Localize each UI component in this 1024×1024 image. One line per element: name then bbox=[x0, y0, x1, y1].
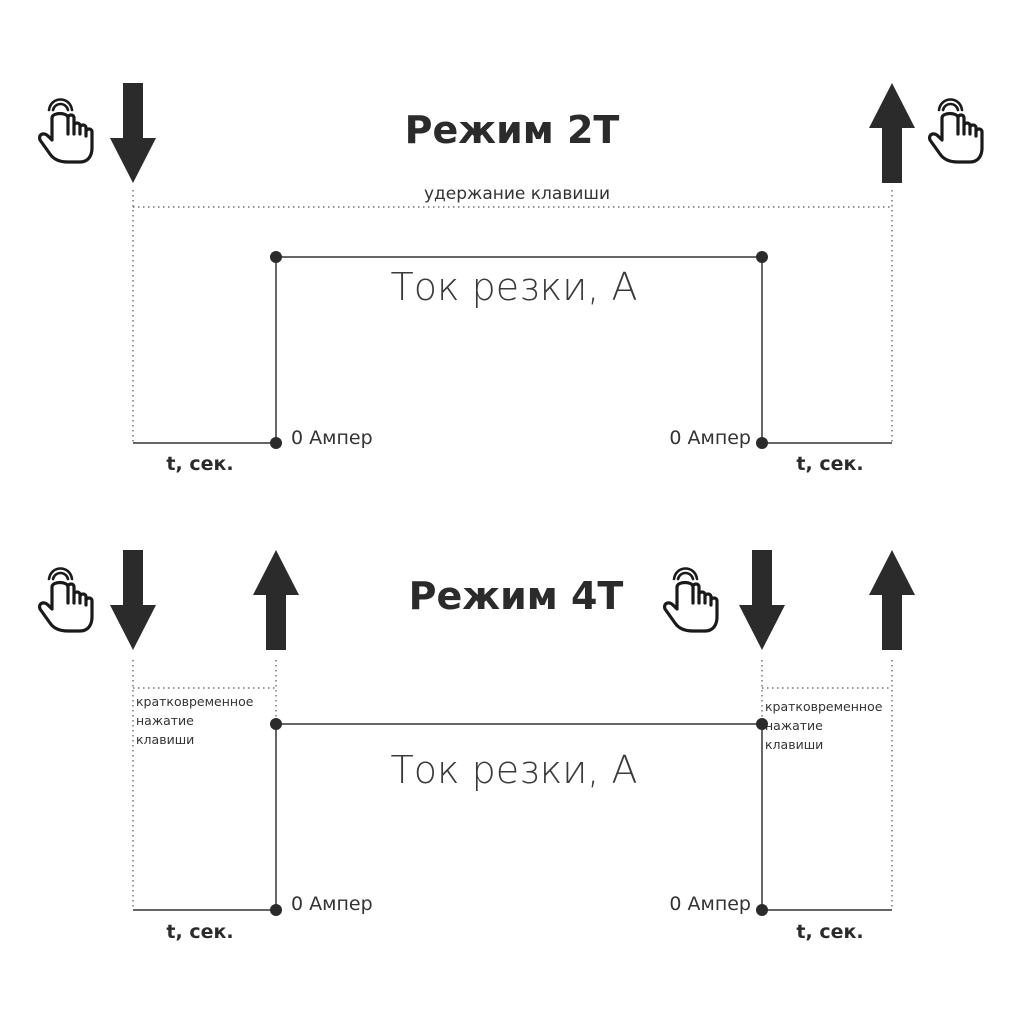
arrow-up-icon bbox=[869, 550, 915, 650]
mode-4t-section: Режим 4Т кратковременное нажатие клавиши… bbox=[38, 550, 915, 943]
waveform-node bbox=[756, 718, 768, 730]
zero-amp-label-right: 0 Ампер bbox=[669, 427, 751, 449]
time-axis-label-right: t, сек. bbox=[796, 453, 863, 475]
zero-amp-label-left: 0 Ампер bbox=[291, 427, 373, 449]
waveform-node bbox=[270, 251, 282, 263]
waveform-node bbox=[270, 904, 282, 916]
time-axis-label-left: t, сек. bbox=[166, 921, 233, 943]
cutting-current-label: Ток резки, А bbox=[391, 265, 638, 309]
short-press-label-left: кратковременное нажатие клавиши bbox=[136, 694, 257, 747]
mode-2t-title: Режим 2Т bbox=[405, 108, 620, 152]
arrow-down-icon bbox=[110, 83, 156, 183]
waveform-node bbox=[756, 251, 768, 263]
pointing-hand-icon bbox=[38, 566, 94, 633]
mode-2t-section: Режим 2Т удержание клавиши Ток резки, А … bbox=[38, 83, 984, 475]
hold-key-label: удержание клавиши bbox=[424, 184, 610, 204]
short-press-label-right: кратковременное нажатие клавиши bbox=[765, 699, 886, 752]
current-waveform bbox=[133, 256, 892, 444]
arrow-up-icon bbox=[253, 550, 299, 650]
waveform-node bbox=[756, 437, 768, 449]
pointing-hand-icon bbox=[38, 97, 94, 164]
time-axis-label-left: t, сек. bbox=[166, 453, 233, 475]
pointing-hand-icon bbox=[663, 566, 719, 633]
waveform-node bbox=[270, 437, 282, 449]
current-waveform bbox=[133, 723, 892, 911]
arrow-down-icon bbox=[739, 550, 785, 650]
time-axis-label-right: t, сек. bbox=[796, 921, 863, 943]
zero-amp-label-left: 0 Ампер bbox=[291, 893, 373, 915]
waveform-node bbox=[270, 718, 282, 730]
arrow-up-icon bbox=[869, 83, 915, 183]
mode-4t-title: Режим 4Т bbox=[409, 574, 624, 618]
cutting-current-label: Ток резки, А bbox=[391, 748, 638, 792]
arrow-down-icon bbox=[110, 550, 156, 650]
waveform-node bbox=[756, 904, 768, 916]
pointing-hand-icon bbox=[928, 97, 984, 164]
zero-amp-label-right: 0 Ампер bbox=[669, 893, 751, 915]
